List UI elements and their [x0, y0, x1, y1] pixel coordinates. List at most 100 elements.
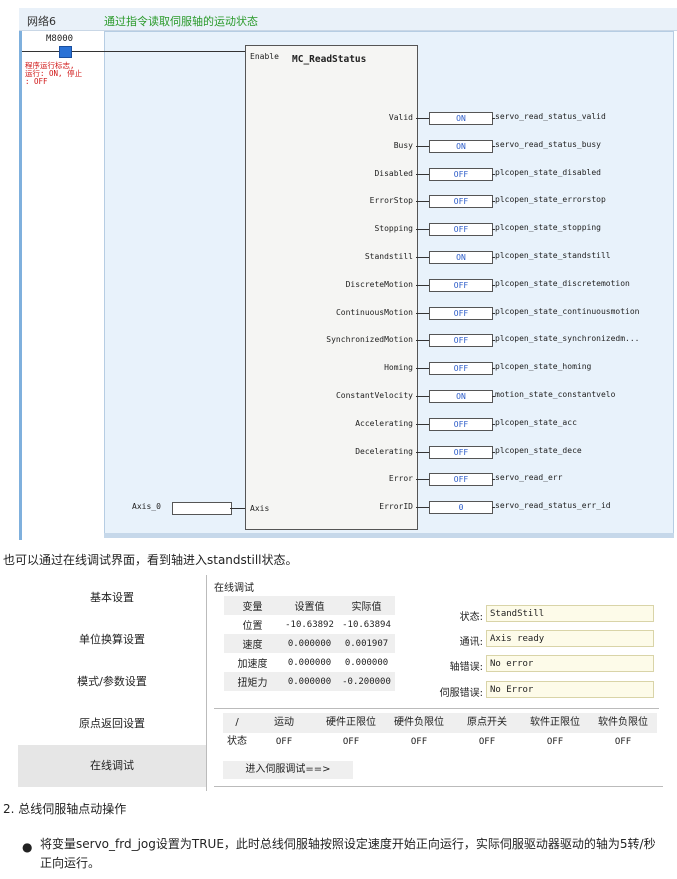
io-value-hw-neg-limit: OFF: [410, 737, 428, 747]
fb-output-pin: ContinuousMotion: [335, 308, 413, 317]
fb-output-pin: Homing: [384, 363, 413, 372]
value-table: 变量 设置值 实际值 位置 -10.63892 -10.63894 速度 0.0…: [224, 596, 395, 691]
output-value-box[interactable]: OFF: [429, 334, 493, 347]
output-variable: plcopen_state_dece: [495, 446, 582, 455]
network-label: 网络6: [27, 15, 56, 28]
output-wire: [416, 340, 429, 341]
output-value-box[interactable]: OFF: [429, 279, 493, 292]
servo-error-label: 伺服错误:: [439, 688, 483, 699]
output-wire: [492, 396, 495, 397]
output-wire: [416, 313, 429, 314]
status-label: 状态:: [459, 612, 483, 623]
io-table-row: 状态 OFF OFF OFF OFF OFF OFF: [223, 733, 657, 751]
table-row: 速度 0.000000 0.001907: [224, 634, 395, 653]
fb-output-pin: ConstantVelocity: [335, 391, 413, 400]
set-value: 0.000000: [287, 657, 332, 668]
output-variable: servo_read_status_busy: [495, 140, 601, 149]
set-value: -10.63892: [285, 619, 334, 630]
col-header: 原点开关: [467, 717, 507, 728]
output-wire: [492, 285, 495, 286]
io-value-hw-pos-limit: OFF: [342, 737, 360, 747]
col-header: 设置值: [294, 602, 325, 613]
output-wire: [492, 479, 495, 480]
output-value-box[interactable]: ON: [429, 140, 493, 153]
output-value-box[interactable]: OFF: [429, 473, 493, 486]
enter-servo-debug-button[interactable]: 进入伺服调试==>: [223, 761, 353, 779]
output-wire: [416, 118, 429, 119]
set-value: 0.000000: [287, 638, 332, 649]
col-header: /: [235, 717, 239, 728]
output-value-box[interactable]: 0: [429, 501, 493, 514]
output-value-box[interactable]: OFF: [429, 362, 493, 375]
io-value-sw-pos-limit: OFF: [546, 737, 564, 747]
network-comment[interactable]: 通过指令读取伺服轴的运动状态: [104, 15, 258, 28]
table-row: 扭矩力 0.000000 -0.200000: [224, 672, 395, 691]
axis-input-box[interactable]: [172, 502, 232, 515]
output-wire: [492, 174, 495, 175]
output-value-box[interactable]: OFF: [429, 223, 493, 236]
output-variable: servo_read_err: [495, 473, 563, 482]
fb-output-pin: Valid: [388, 113, 413, 122]
network-title-bar: 网络6 通过指令读取伺服轴的运动状态: [19, 8, 677, 31]
contact-m8000[interactable]: [59, 46, 72, 58]
status-field: StandStill: [486, 605, 654, 622]
fb-output-pin: DiscreteMotion: [345, 280, 413, 289]
row-label: 位置: [242, 621, 263, 632]
output-value-box[interactable]: OFF: [429, 168, 493, 181]
output-value-box[interactable]: ON: [429, 390, 493, 403]
contact-name: M8000: [46, 34, 74, 44]
col-header: 硬件负限位: [394, 717, 444, 728]
fb-output-pin: Busy: [393, 141, 413, 150]
table-header-row: 变量 设置值 实际值: [224, 596, 395, 615]
rung-wire-right: [72, 51, 245, 52]
sidebar-item-mode-params[interactable]: 模式/参数设置: [77, 675, 147, 688]
output-variable: motion_state_constantvelo: [495, 390, 616, 399]
output-wire: [416, 257, 429, 258]
output-wire: [492, 313, 495, 314]
output-variable: plcopen_state_homing: [495, 362, 592, 371]
fb-output-pin: Disabled: [374, 169, 413, 178]
output-wire: [492, 452, 495, 453]
settings-sidebar: 基本设置 单位换算设置 模式/参数设置 原点返回设置 在线调试: [18, 575, 207, 791]
axis-error-label: 轴错误:: [449, 662, 483, 673]
output-variable: plcopen_state_synchronizedm...: [495, 334, 640, 343]
output-value-box[interactable]: OFF: [429, 446, 493, 459]
output-variable: plcopen_state_errorstop: [495, 195, 606, 204]
output-wire: [492, 201, 495, 202]
output-value-box[interactable]: OFF: [429, 418, 493, 431]
output-wire: [492, 146, 495, 147]
col-header: 硬件正限位: [326, 717, 376, 728]
fb-output-pin: ErrorID: [379, 502, 413, 511]
row-label: 加速度: [237, 659, 268, 670]
output-wire: [416, 201, 429, 202]
actual-value: 0.001907: [344, 638, 389, 649]
output-value-box[interactable]: ON: [429, 112, 493, 125]
output-variable: servo_read_status_valid: [495, 112, 606, 121]
sidebar-item-unit-conversion[interactable]: 单位换算设置: [79, 633, 145, 646]
actual-value: -10.63894: [342, 619, 391, 630]
output-value-box[interactable]: OFF: [429, 195, 493, 208]
output-variable: plcopen_state_disabled: [495, 168, 601, 177]
output-wire: [492, 257, 495, 258]
col-header: 运动: [274, 717, 294, 728]
sidebar-item-homing[interactable]: 原点返回设置: [79, 717, 145, 730]
ladder-bottom-bar: [104, 533, 674, 538]
col-header: 实际值: [351, 602, 382, 613]
caption-text: 也可以通过在线调试界面，看到轴进入standstill状态。: [3, 553, 298, 567]
col-header: 软件负限位: [598, 717, 648, 728]
sidebar-item-online-debug[interactable]: 在线调试: [18, 745, 206, 787]
contact-area: [22, 31, 104, 540]
output-wire: [416, 479, 429, 480]
fb-axis-pin: Axis: [250, 504, 270, 513]
axis-input-label: Axis_0: [132, 502, 161, 511]
online-debug-window: 基本设置 单位换算设置 模式/参数设置 原点返回设置 在线调试 在线调试 变量 …: [18, 575, 663, 791]
fb-name: MC_ReadStatus: [292, 54, 367, 65]
output-value-box[interactable]: OFF: [429, 307, 493, 320]
fb-output-pin: Decelerating: [355, 447, 413, 456]
sidebar-item-basic[interactable]: 基本设置: [90, 591, 134, 604]
output-value-box[interactable]: ON: [429, 251, 493, 264]
fb-output-pin: Standstill: [364, 252, 413, 261]
fb-output-pin: Stopping: [374, 224, 413, 233]
output-wire: [492, 368, 495, 369]
